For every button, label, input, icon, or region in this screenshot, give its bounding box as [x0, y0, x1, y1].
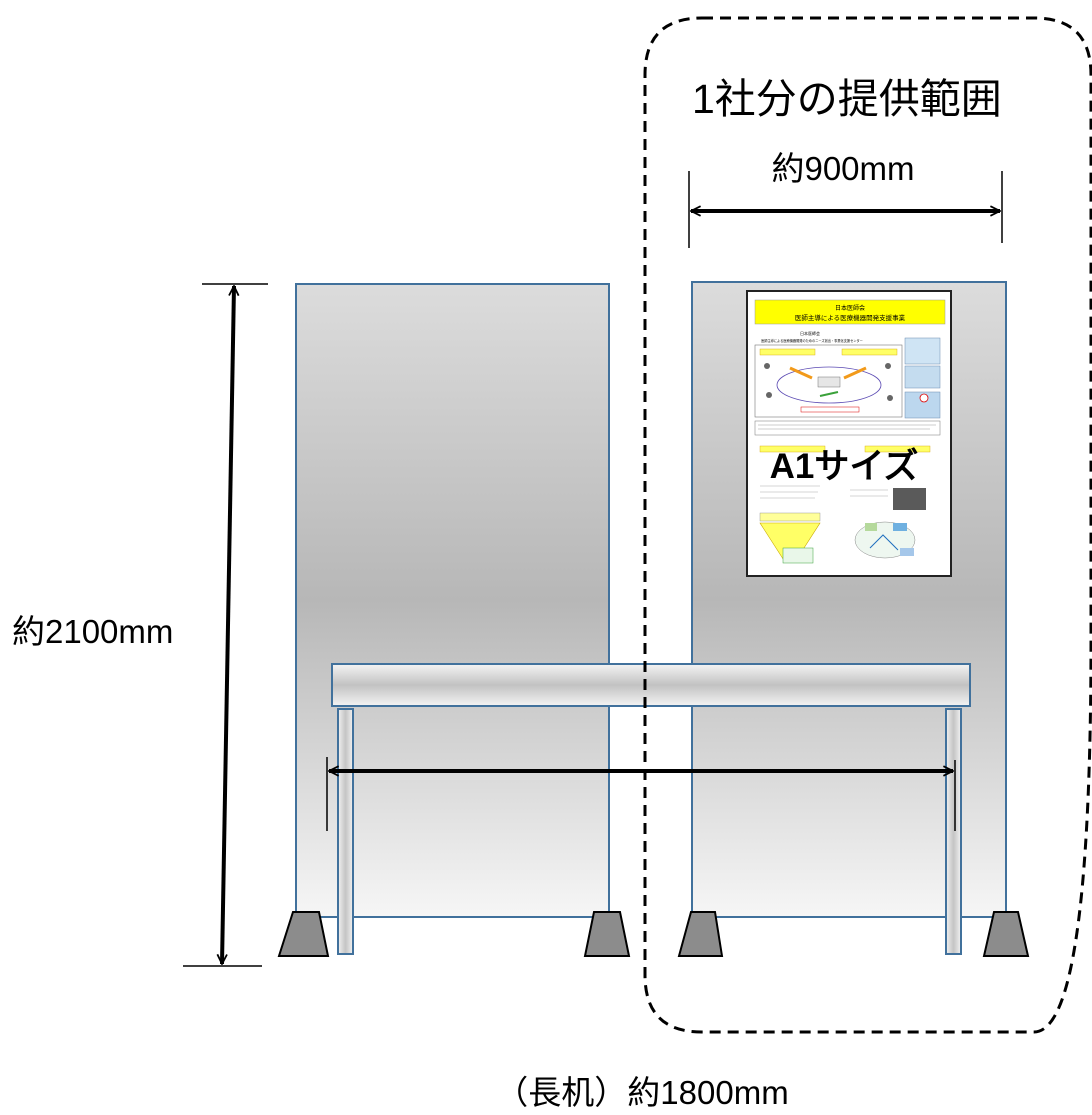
- table-leg-left: [337, 708, 354, 955]
- poster-size-label: A1サイズ: [770, 446, 919, 486]
- poster-section-1: 日本医師会: [800, 330, 820, 336]
- panel-foot-4: [982, 911, 1030, 957]
- table-width-label: （長机）約1800mm: [495, 1074, 788, 1111]
- poster-header: [754, 299, 946, 325]
- table-top: [331, 663, 971, 707]
- panel-foot-2: [583, 911, 631, 957]
- poster-project-title: 医師主導による医療機器開発支援事業: [795, 313, 906, 322]
- a1-poster: 日本医師会 医師主導による医療機器開発支援事業 日本医師会 医師主導による医療機…: [746, 290, 952, 577]
- panel-foot-1: [277, 911, 330, 957]
- height-2100-label: 約2100mm: [12, 613, 173, 650]
- width-900-label: 約900mm: [771, 150, 914, 187]
- poster-section-2: 医師主導による医療機器開発のためのニーズ創出・事業化支援センター: [761, 338, 863, 343]
- height-2100-arrow: [222, 286, 234, 964]
- poster-org-title: 日本医師会: [835, 304, 865, 312]
- panel-foot-3: [677, 911, 724, 957]
- provision-range-boundary: [643, 16, 1092, 1034]
- provision-range-label: 1社分の提供範囲: [692, 76, 1002, 122]
- table-leg-right: [945, 708, 962, 955]
